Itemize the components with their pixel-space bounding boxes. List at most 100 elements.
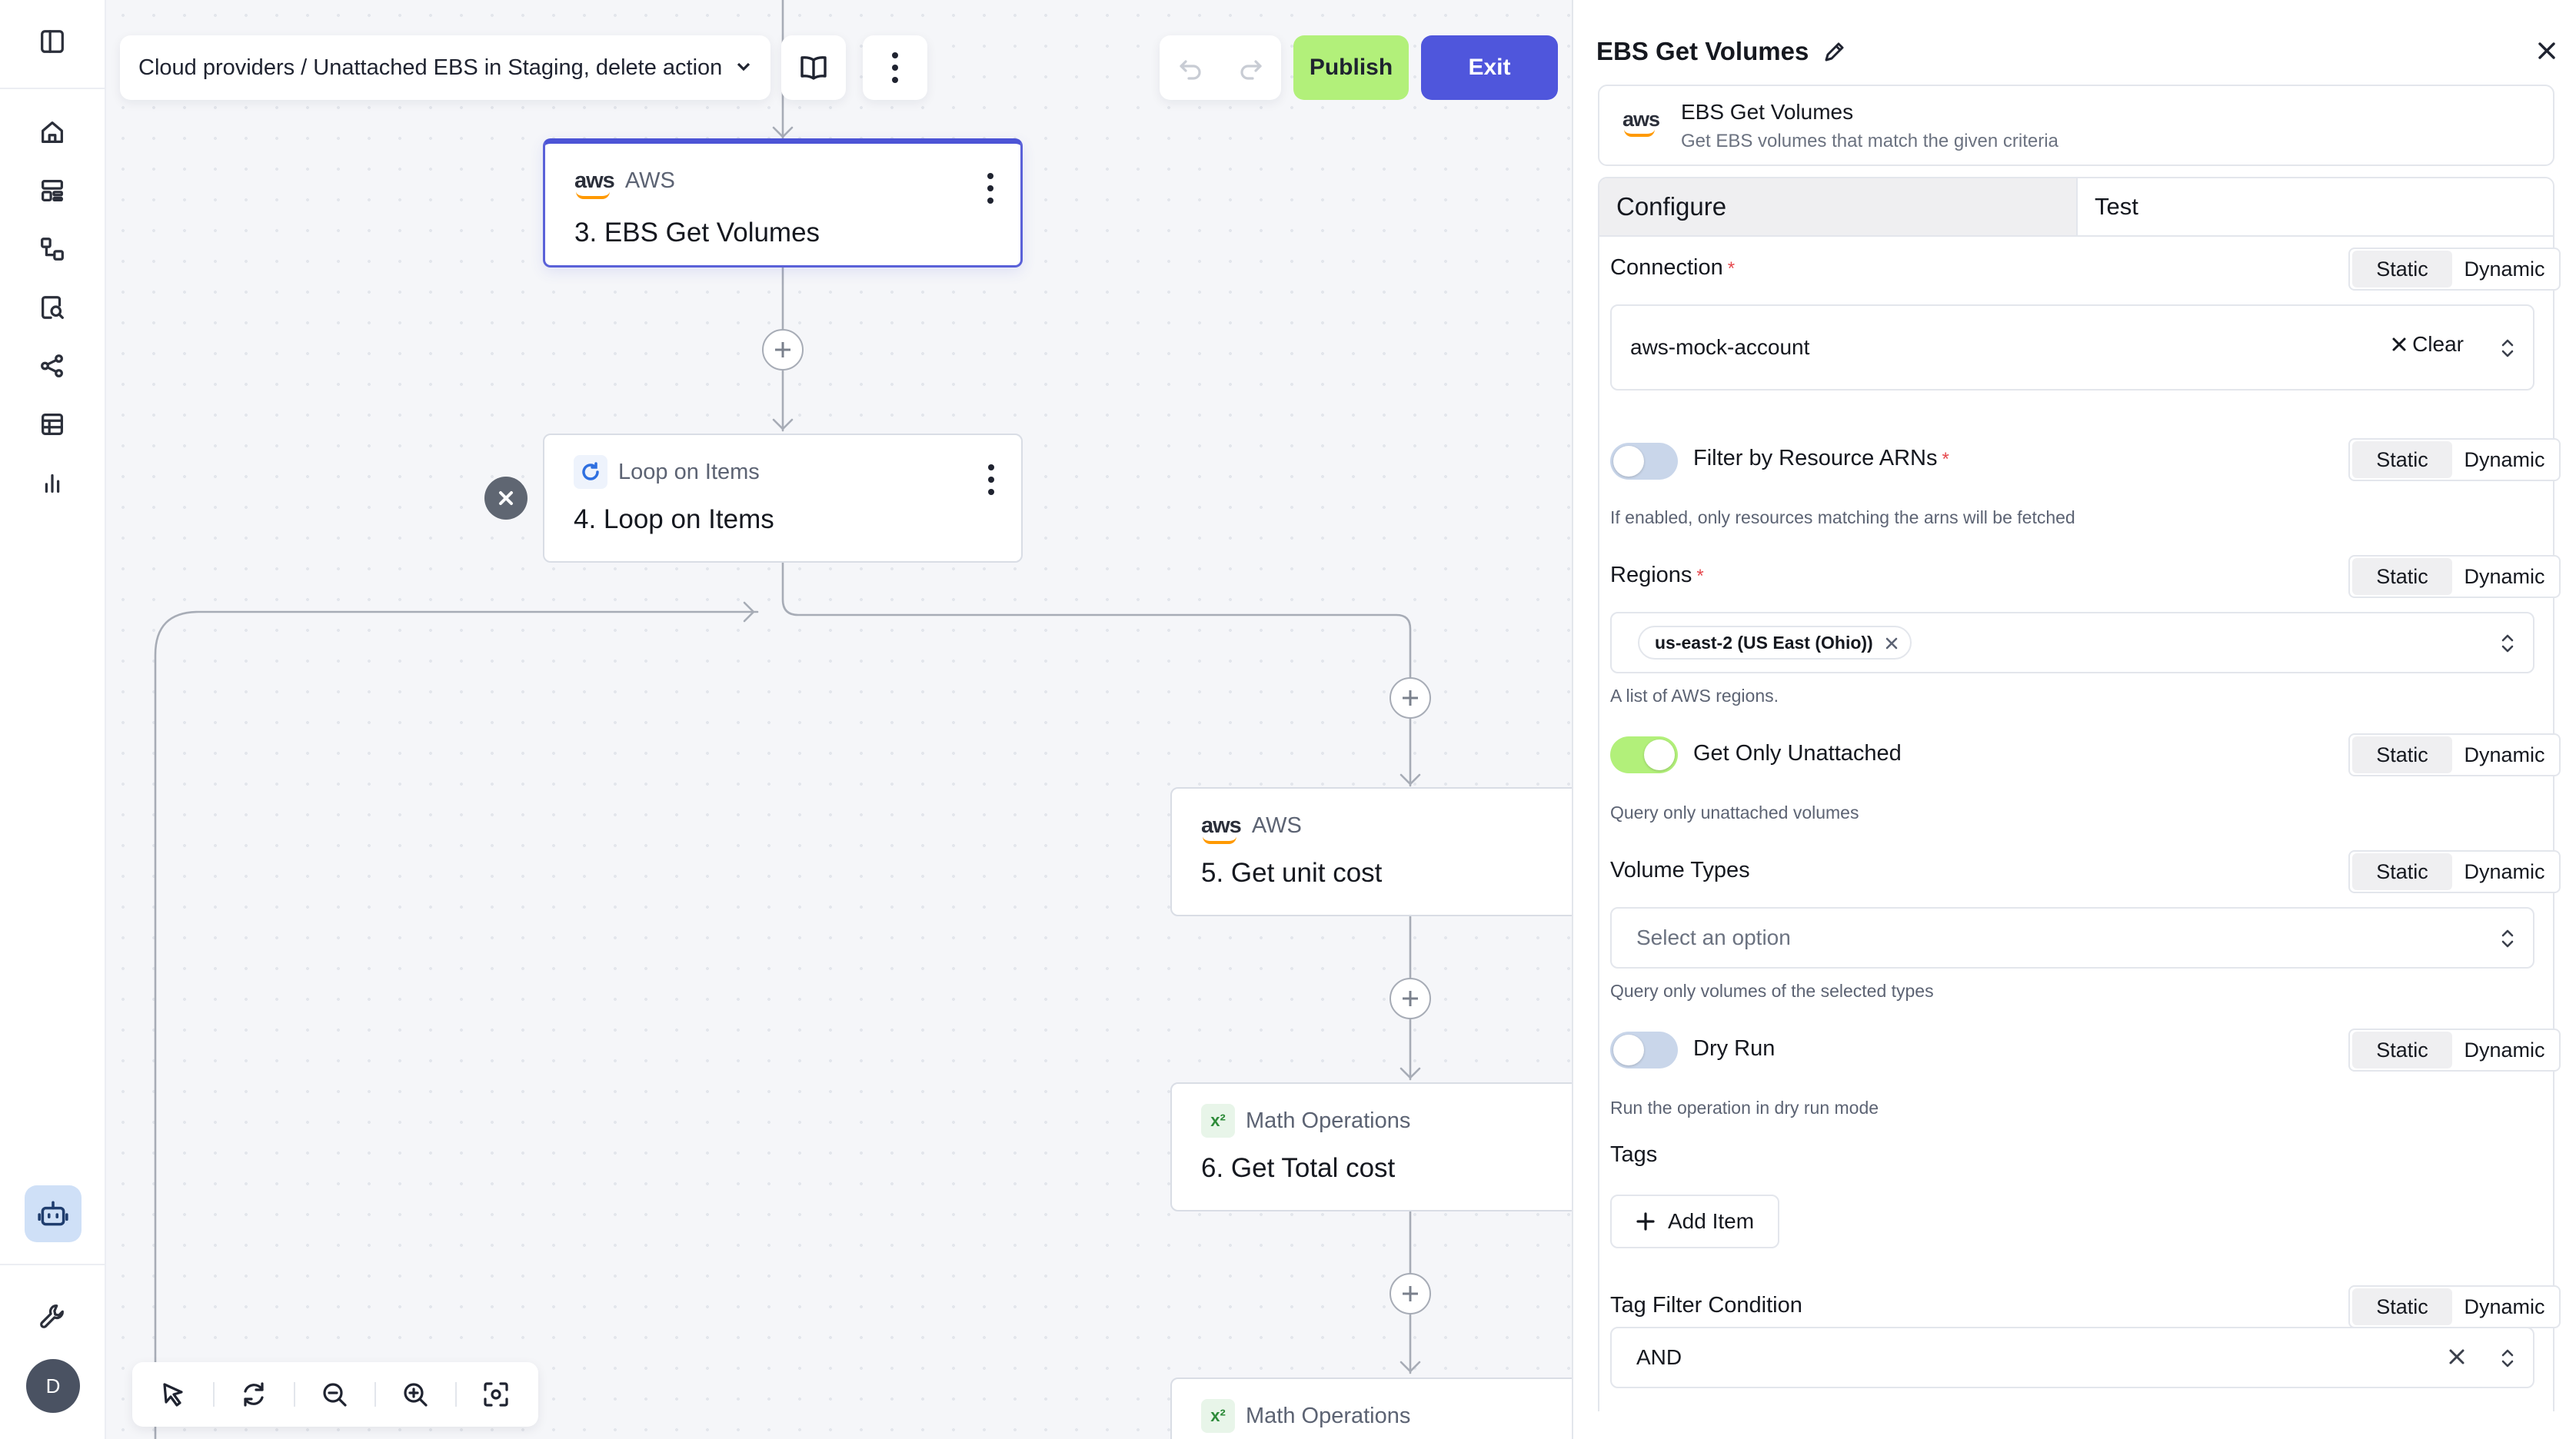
workflow-node-get-unit-cost[interactable]: aws AWS 5. Get unit cost bbox=[1170, 787, 1572, 916]
tab-test[interactable]: Test bbox=[2076, 178, 2553, 235]
close-icon[interactable] bbox=[2534, 38, 2559, 63]
math-icon: x² bbox=[1201, 1399, 1235, 1433]
share-icon[interactable] bbox=[31, 344, 74, 387]
bot-icon[interactable] bbox=[25, 1185, 82, 1242]
panel-toggle-icon[interactable] bbox=[31, 20, 74, 63]
panel-title-text: EBS Get Volumes bbox=[1596, 37, 1809, 65]
filter-arns-mode-toggle[interactable]: Static Dynamic bbox=[2348, 438, 2561, 481]
dry-run-help: Run the operation in dry run mode bbox=[1610, 1098, 1879, 1118]
static-option[interactable]: Static bbox=[2352, 251, 2452, 287]
add-step-button[interactable] bbox=[1390, 677, 1431, 719]
static-option[interactable]: Static bbox=[2352, 853, 2452, 890]
search-doc-icon[interactable] bbox=[31, 286, 74, 329]
redo-icon[interactable] bbox=[1237, 54, 1265, 81]
connection-value: aws-mock-account bbox=[1630, 335, 1810, 359]
unattached-mode-toggle[interactable]: Static Dynamic bbox=[2348, 733, 2561, 776]
add-step-button[interactable] bbox=[1390, 978, 1431, 1019]
publish-button[interactable]: Publish bbox=[1293, 35, 1409, 100]
refresh-layout-button[interactable] bbox=[213, 1362, 294, 1427]
static-option[interactable]: Static bbox=[2352, 558, 2452, 595]
tag-filter-select[interactable]: AND bbox=[1610, 1327, 2534, 1388]
tag-filter-value: AND bbox=[1636, 1345, 1682, 1369]
dynamic-option[interactable]: Dynamic bbox=[2464, 1038, 2545, 1062]
node-menu-icon[interactable] bbox=[987, 464, 995, 495]
node-menu-icon[interactable] bbox=[987, 173, 994, 204]
undo-icon[interactable] bbox=[1177, 54, 1204, 81]
workflow-connectors bbox=[154, 0, 1421, 1439]
add-step-button[interactable] bbox=[1390, 1273, 1431, 1314]
node-title: 6. Get Total cost bbox=[1201, 1153, 1396, 1183]
node-kind-label: Math Operations bbox=[1246, 1108, 1411, 1133]
workflow-node-loop-on-items[interactable]: Loop on Items 4. Loop on Items bbox=[543, 434, 1023, 563]
docs-button[interactable] bbox=[781, 35, 846, 100]
undo-redo-group bbox=[1160, 35, 1281, 100]
regions-mode-toggle[interactable]: Static Dynamic bbox=[2348, 555, 2561, 598]
canvas-controls bbox=[132, 1362, 538, 1427]
regions-multiselect[interactable]: us-east-2 (US East (Ohio)) bbox=[1610, 612, 2534, 673]
workflow-node-math-operations[interactable]: x² Math Operations bbox=[1170, 1378, 1572, 1439]
sidebar-divider bbox=[0, 88, 106, 89]
add-step-button[interactable] bbox=[762, 329, 804, 371]
avatar[interactable]: D bbox=[26, 1359, 80, 1413]
static-option[interactable]: Static bbox=[2352, 736, 2452, 773]
tab-configure[interactable]: Configure bbox=[1599, 178, 2076, 235]
zoom-out-button[interactable] bbox=[294, 1362, 374, 1427]
loop-icon bbox=[574, 455, 607, 489]
workflow-node-get-total-cost[interactable]: x² Math Operations 6. Get Total cost bbox=[1170, 1082, 1572, 1211]
math-icon: x² bbox=[1201, 1104, 1235, 1138]
workflow-icon[interactable] bbox=[31, 228, 74, 271]
unattached-toggle[interactable] bbox=[1610, 736, 1678, 773]
workflow-node-ebs-get-volumes[interactable]: aws AWS 3. EBS Get Volumes bbox=[543, 138, 1023, 268]
remove-node-button[interactable] bbox=[484, 477, 528, 520]
breadcrumb-text: Cloud providers / Unattached EBS in Stag… bbox=[138, 55, 723, 80]
home-icon[interactable] bbox=[31, 111, 74, 154]
tag-filter-mode-toggle[interactable]: Static Dynamic bbox=[2348, 1285, 2561, 1328]
node-title: 5. Get unit cost bbox=[1201, 858, 1383, 888]
step-name: EBS Get Volumes bbox=[1681, 100, 1854, 124]
clear-icon[interactable] bbox=[2447, 1347, 2467, 1367]
dynamic-option[interactable]: Dynamic bbox=[2464, 257, 2545, 281]
bar-chart-icon[interactable] bbox=[31, 461, 74, 504]
add-tag-button[interactable]: Add Item bbox=[1610, 1195, 1779, 1248]
node-kind: x² Math Operations bbox=[1201, 1399, 1410, 1433]
dynamic-option[interactable]: Dynamic bbox=[2464, 859, 2545, 883]
connection-mode-toggle[interactable]: Static Dynamic bbox=[2348, 248, 2561, 291]
connection-select[interactable]: aws-mock-account Clear bbox=[1610, 304, 2534, 390]
node-kind: Loop on Items bbox=[574, 455, 760, 489]
book-icon bbox=[798, 52, 829, 83]
volume-types-select[interactable]: Select an option bbox=[1610, 907, 2534, 969]
node-title: 4. Loop on Items bbox=[574, 504, 774, 534]
filter-arns-toggle[interactable] bbox=[1610, 443, 1678, 480]
clear-connection-button[interactable]: Clear bbox=[2391, 332, 2464, 357]
more-options-button[interactable] bbox=[863, 35, 927, 100]
updown-chevron-icon bbox=[2499, 927, 2516, 950]
workflow-breadcrumb[interactable]: Cloud providers / Unattached EBS in Stag… bbox=[120, 35, 770, 100]
wrench-icon[interactable] bbox=[31, 1294, 74, 1338]
aws-logo-icon: aws bbox=[574, 169, 615, 199]
edit-pencil-icon[interactable] bbox=[1822, 39, 1847, 64]
node-kind: x² Math Operations bbox=[1201, 1104, 1411, 1138]
zoom-out-icon bbox=[319, 1379, 350, 1410]
static-option[interactable]: Static bbox=[2352, 441, 2452, 478]
region-chip: us-east-2 (US East (Ohio)) bbox=[1638, 626, 1912, 660]
dynamic-option[interactable]: Dynamic bbox=[2464, 447, 2545, 471]
remove-chip-icon[interactable] bbox=[1884, 635, 1899, 650]
static-option[interactable]: Static bbox=[2352, 1032, 2452, 1068]
zoom-in-button[interactable] bbox=[374, 1362, 455, 1427]
static-option[interactable]: Static bbox=[2352, 1288, 2452, 1325]
select-tool-button[interactable] bbox=[132, 1362, 213, 1427]
dry-run-toggle[interactable] bbox=[1610, 1032, 1678, 1068]
table-icon[interactable] bbox=[31, 403, 74, 446]
dashboard-icon[interactable] bbox=[31, 169, 74, 212]
dynamic-option[interactable]: Dynamic bbox=[2464, 564, 2545, 588]
aws-logo-icon: aws bbox=[1622, 109, 1660, 137]
exit-button[interactable]: Exit bbox=[1421, 35, 1558, 100]
fit-view-button[interactable] bbox=[455, 1362, 536, 1427]
volume-types-mode-toggle[interactable]: Static Dynamic bbox=[2348, 850, 2561, 893]
dynamic-option[interactable]: Dynamic bbox=[2464, 1294, 2545, 1318]
workflow-canvas[interactable]: aws AWS 3. EBS Get Volumes Loop on Items… bbox=[108, 0, 1572, 1439]
dynamic-option[interactable]: Dynamic bbox=[2464, 743, 2545, 766]
filter-arns-help: If enabled, only resources matching the … bbox=[1610, 507, 2075, 527]
dry-run-mode-toggle[interactable]: Static Dynamic bbox=[2348, 1029, 2561, 1072]
node-kind-label: AWS bbox=[624, 168, 675, 193]
